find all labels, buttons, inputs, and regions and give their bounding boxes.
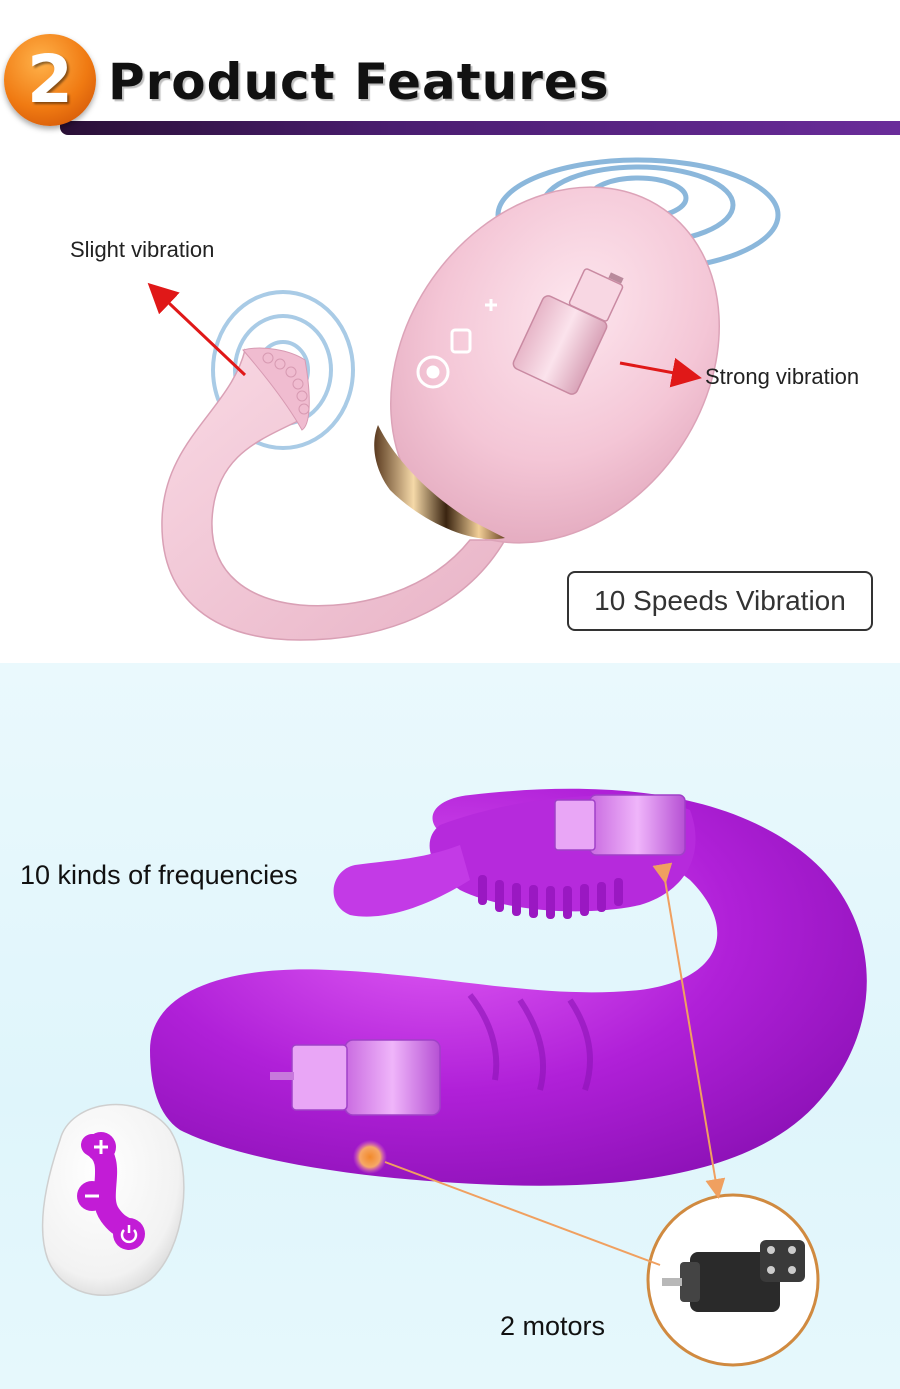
slight-vibration-label: Slight vibration — [70, 237, 215, 262]
motor-pointer-line — [384, 1161, 661, 1266]
header-underline — [60, 121, 900, 135]
page-title: Product Features — [108, 53, 610, 111]
motor-closeup — [646, 1193, 820, 1367]
section-number: 2 — [27, 41, 73, 118]
motor-pointer-arrow — [652, 862, 726, 1199]
motors-label: 2 motors — [500, 1311, 606, 1341]
motor-icon — [512, 268, 624, 395]
speeds-badge: 10 Speeds Vibration — [567, 571, 873, 631]
power-icon — [120, 1225, 138, 1244]
section-number-badge — [4, 34, 96, 126]
strong-vibration-label: Strong vibration — [705, 364, 860, 389]
pink-device-illustration — [147, 157, 781, 641]
control-buttons — [416, 299, 497, 389]
motor-icon — [270, 1039, 441, 1116]
motor-icon — [554, 794, 686, 856]
strong-vibration-arrow — [619, 357, 702, 388]
frequencies-label: 10 kinds of frequencies — [20, 860, 298, 890]
slight-vibration-arrow — [147, 282, 247, 377]
header — [0, 0, 900, 140]
plus-icon — [94, 1140, 108, 1154]
remote-control — [41, 1103, 185, 1297]
